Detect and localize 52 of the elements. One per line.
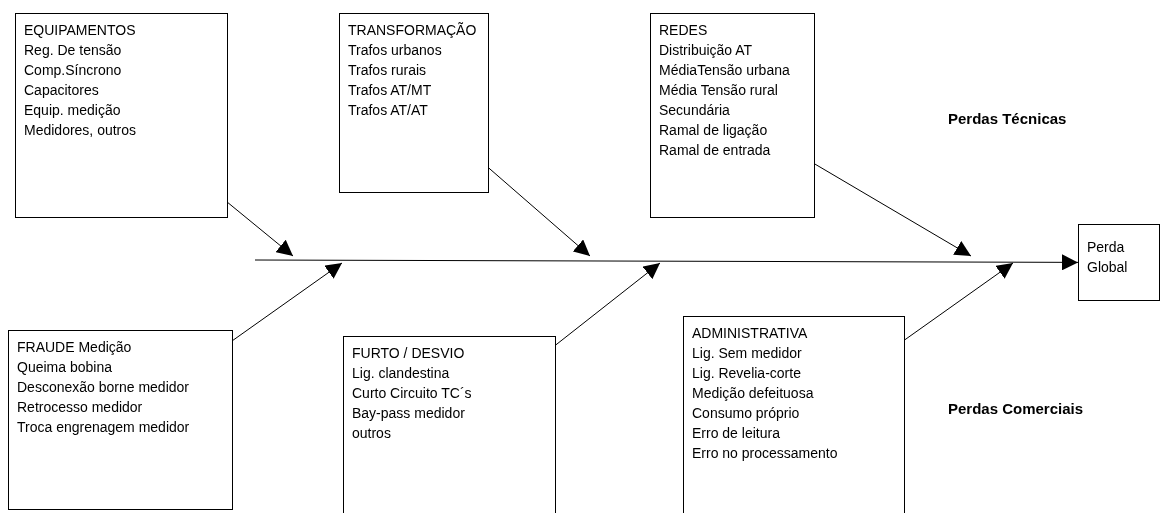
box-text: Trafos AT/MT (348, 81, 433, 100)
box-text: Reg. De tensão (24, 41, 123, 60)
group-label: Perdas Comerciais (948, 400, 1084, 417)
box-text: Ramal de entrada (659, 141, 772, 160)
box-text: Desconexão borne medidor (17, 378, 190, 397)
box-heading: REDES (659, 21, 709, 40)
box-text: Trafos urbanos (348, 41, 443, 60)
box-text: Secundária (659, 101, 731, 120)
box-text: Perda Global (1087, 238, 1129, 277)
box-text: Média Tensão rural (659, 81, 779, 100)
box-text: Trafos rurais (348, 61, 428, 80)
group-label: Perdas Técnicas (948, 110, 1067, 127)
box-text: Medição defeituosa (692, 384, 815, 403)
category-box (343, 336, 556, 513)
box-text: Lig. Revelia-corte (692, 364, 802, 383)
box-text: Bay-pass medidor (352, 404, 466, 423)
arrow (904, 262, 1014, 341)
box-text: Medidores, outros (24, 121, 138, 140)
arrow (488, 167, 591, 257)
box-heading: FURTO / DESVIO (352, 344, 466, 363)
arrow (814, 163, 972, 257)
category-box (15, 13, 228, 218)
box-heading: ADMINISTRATIVA (692, 324, 809, 343)
box-heading: FRAUDE Medição (17, 338, 133, 357)
box-text: outros (352, 424, 392, 443)
box-text: Queima bobina (17, 358, 113, 377)
arrow (232, 262, 343, 341)
box-text: Capacitores (24, 81, 100, 100)
box-text: Trafos AT/AT (348, 101, 429, 120)
box-text: Lig. clandestina (352, 364, 451, 383)
arrow (227, 202, 294, 257)
box-text: MédiaTensão urbana (659, 61, 791, 80)
box-text: Consumo próprio (692, 404, 801, 423)
box-text: Ramal de ligação (659, 121, 769, 140)
category-box (339, 13, 489, 193)
box-text: Retrocesso medidor (17, 398, 144, 417)
box-text: Distribuição AT (659, 41, 754, 60)
box-text: Erro no processamento (692, 444, 839, 463)
box-heading: EQUIPAMENTOS (24, 21, 137, 40)
arrow (254, 254, 1079, 271)
category-box (8, 330, 233, 510)
box-text: Equip. medição (24, 101, 122, 120)
box-text: Troca engrenagem medidor (17, 418, 191, 437)
box-text: Curto Circuito TC´s (352, 384, 473, 403)
box-text: Erro de leitura (692, 424, 781, 443)
box-heading: TRANSFORMAÇÃO (348, 21, 478, 40)
arrow (555, 262, 661, 346)
category-box (1078, 224, 1160, 301)
category-box (683, 316, 905, 513)
box-text: Comp.Síncrono (24, 61, 123, 80)
box-text: Lig. Sem medidor (692, 344, 803, 363)
category-box (650, 13, 815, 218)
